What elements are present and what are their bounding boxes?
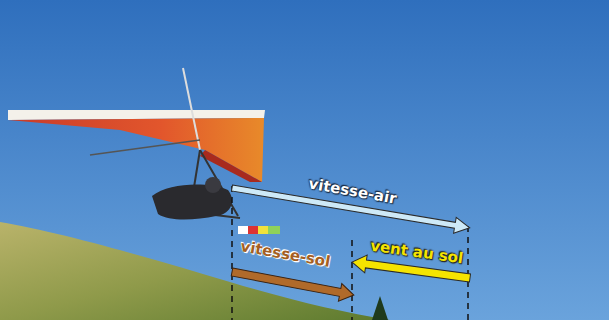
- grass-hill: [0, 222, 390, 320]
- hang-glider: [8, 68, 280, 234]
- groundspeed-arrow: [230, 263, 355, 304]
- tree: [372, 296, 388, 320]
